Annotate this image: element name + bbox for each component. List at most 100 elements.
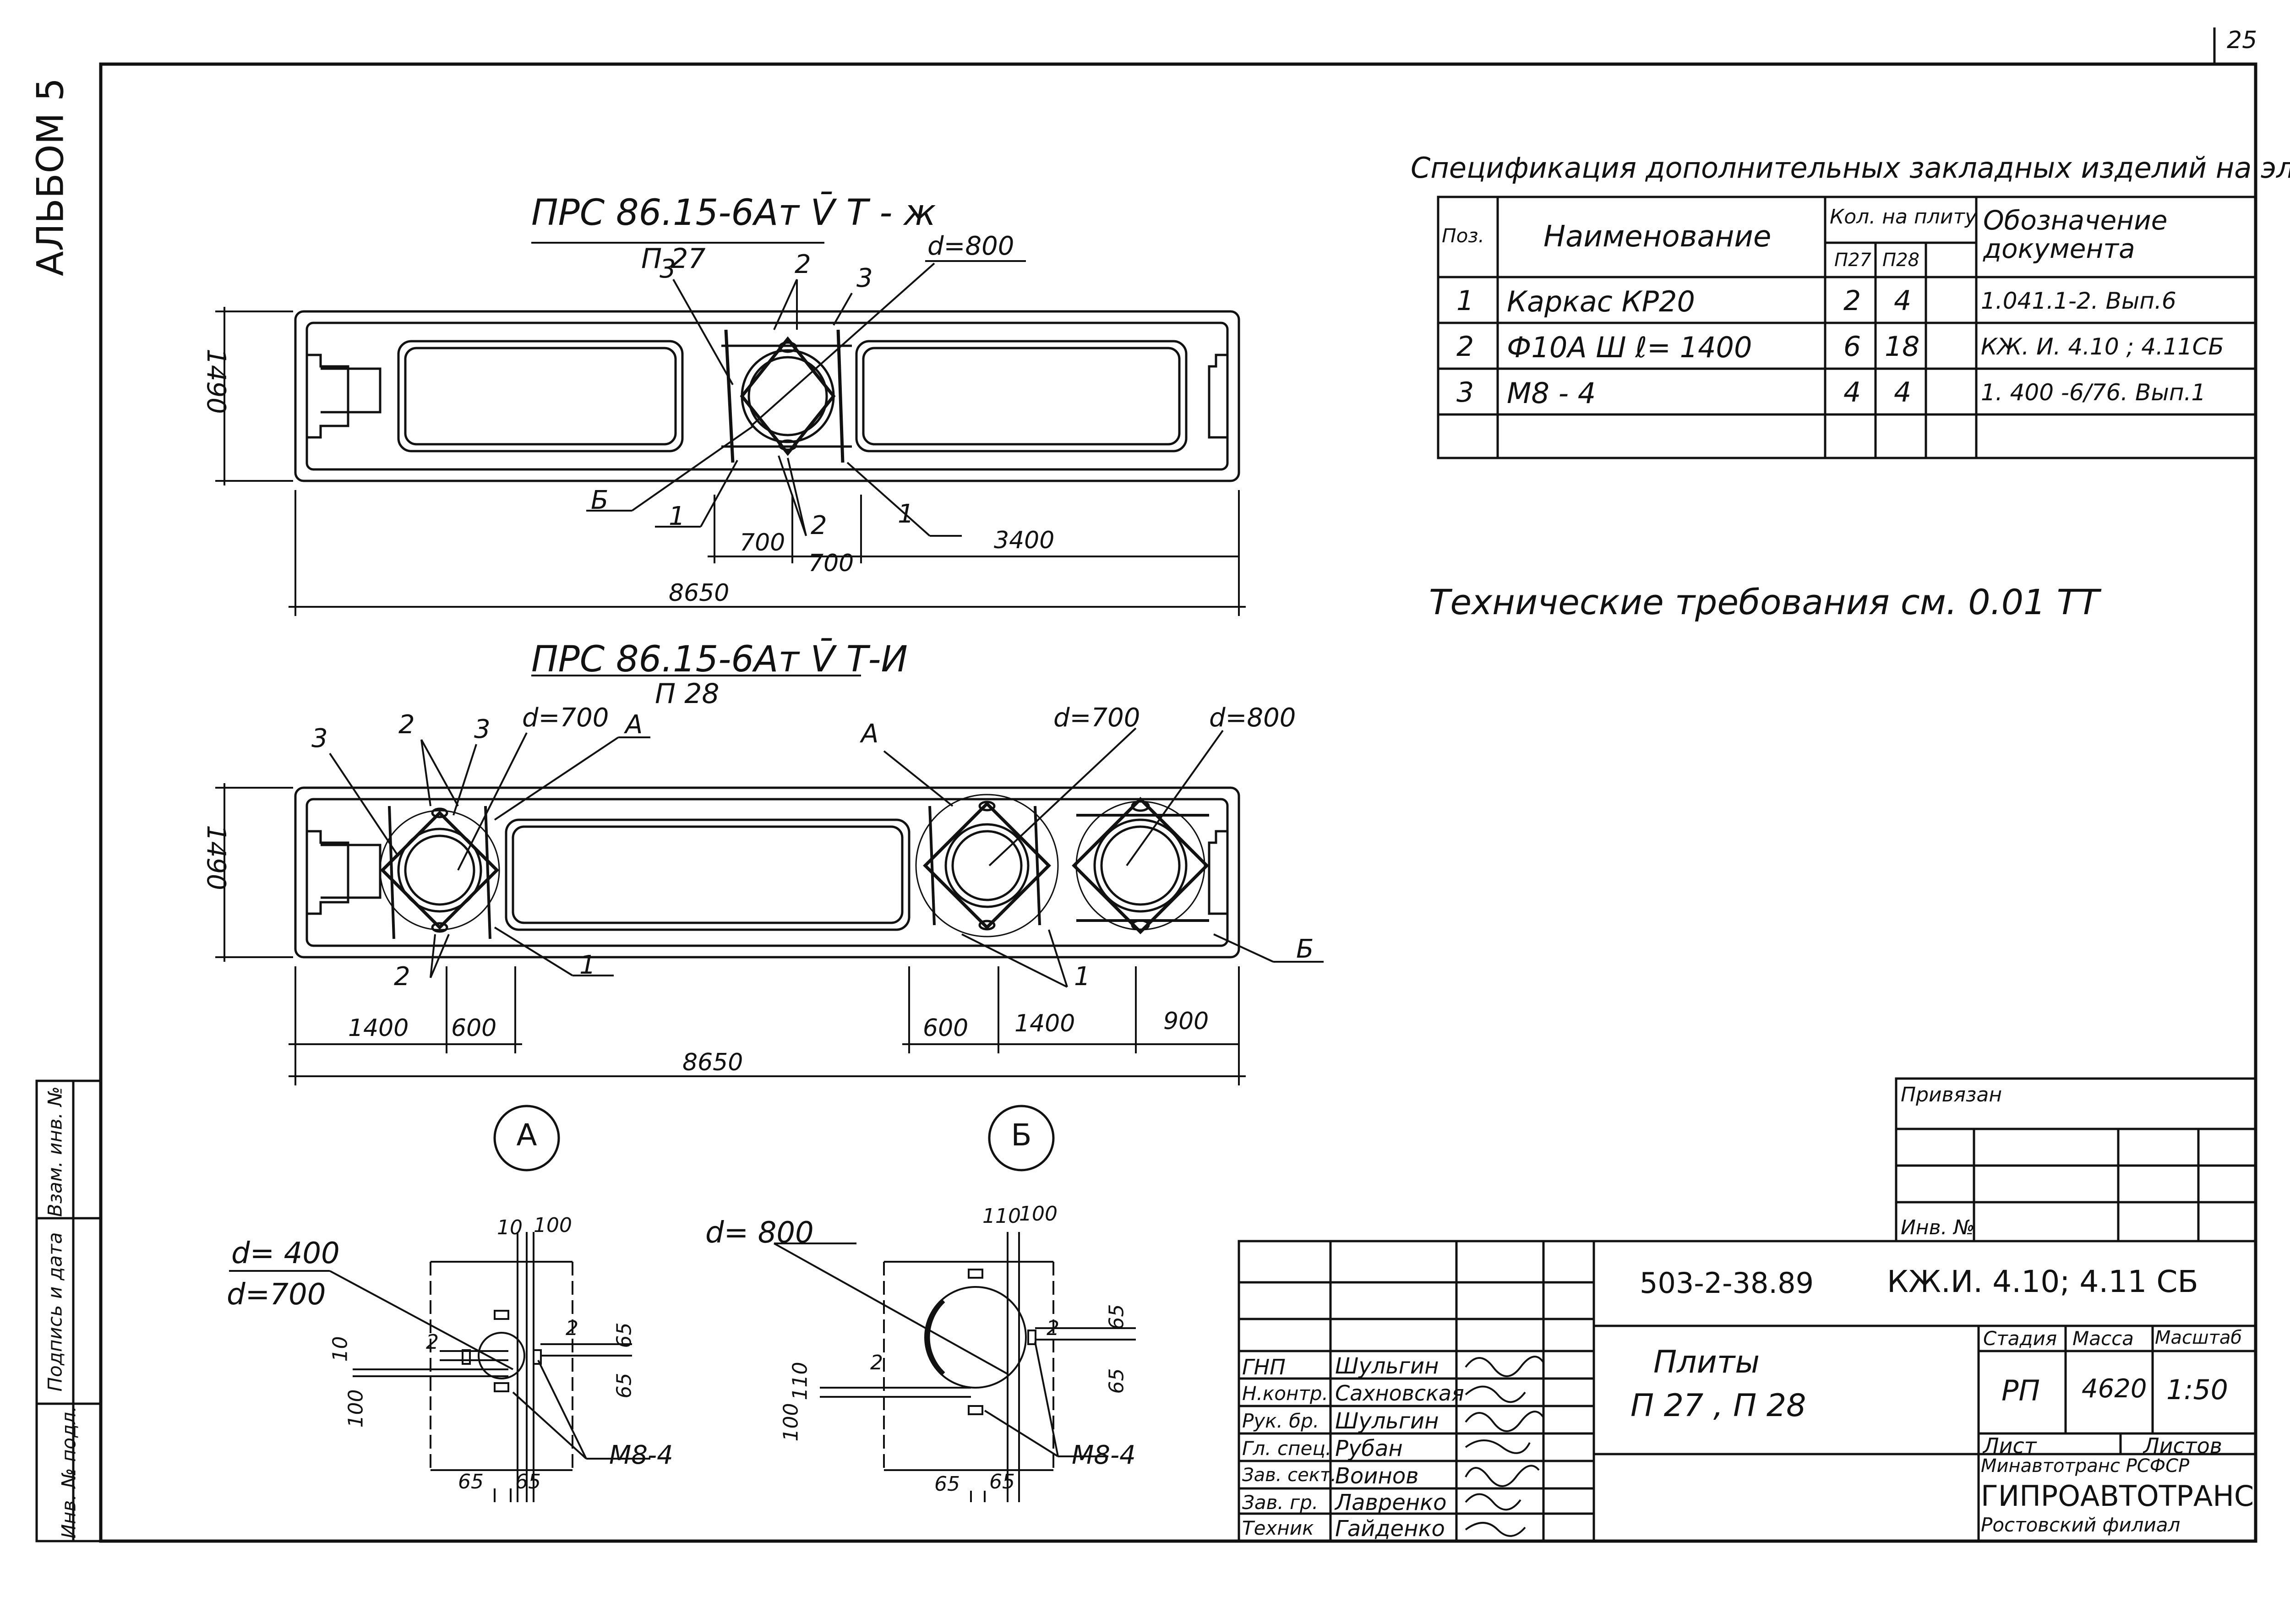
detail-a-dim-65r1: 65 [612, 1322, 636, 1348]
drawing1-callout-1a: 1 [669, 501, 685, 531]
drawing1-callout-3a: 3 [660, 254, 676, 284]
drawing2-callout-2b: 2 [394, 962, 410, 992]
drawing2-dim-900: 900 [1163, 1008, 1209, 1035]
stamp-doc-code: 503-2-38.89 [1640, 1266, 1814, 1300]
detail-b-dim-100l: 100 [779, 1403, 803, 1442]
stamp-name-line2: П 27 , П 28 [1630, 1388, 1806, 1424]
spec-table-grid [1437, 196, 2257, 459]
detail-b-part: М8-4 [1072, 1440, 1136, 1470]
spec-row1-doc: 1.041.1-2. Вып.6 [1981, 288, 2176, 314]
detail-b-drawing [774, 1232, 1136, 1502]
spec-row2-p28: 18 [1885, 331, 1920, 363]
drawing2-dim-600a: 600 [451, 1014, 497, 1042]
drawing2-dim-1400a: 1400 [348, 1014, 409, 1042]
detail-b-dim-65b2: 65 [989, 1470, 1015, 1493]
detail-b-circle [988, 1105, 1055, 1172]
detail-b-dim-110l: 110 [788, 1362, 812, 1401]
stamp-scale: 1:50 [2166, 1374, 2228, 1406]
stamp-role-4: Гл. спец. [1242, 1437, 1332, 1460]
drawing1-callout-3b: 3 [856, 263, 873, 293]
spec-row3-pos: 3 [1456, 376, 1474, 409]
spec-row2-doc: КЖ. И. 4.10 ; 4.11СБ [1981, 333, 2224, 360]
slab-p27 [294, 310, 1240, 482]
stamp-name-1: Шульгин [1335, 1353, 1439, 1379]
sheet-frame [99, 62, 2257, 1543]
detail-a-dim-65b1: 65 [458, 1470, 484, 1493]
detail-b-dim-65b1: 65 [934, 1472, 960, 1496]
drawing2-callout-d2: d=700 [1053, 703, 1140, 733]
detail-b-dim-65r1: 65 [1105, 1304, 1129, 1330]
spec-row1-p27: 2 [1843, 285, 1861, 317]
drawing1-callout-2a: 2 [795, 250, 811, 279]
stamp-privyazan: Привязан [1901, 1083, 2002, 1106]
detail-b-dim-100t: 100 [1019, 1202, 1058, 1226]
drawing2-callout-d1: d=700 [522, 703, 609, 733]
drawing2-total-length: 8650 [682, 1049, 743, 1076]
detail-a-d2: d=700 [227, 1278, 326, 1312]
dims-p28 [215, 783, 1246, 1085]
detail-a-dim-10l: 10 [328, 1336, 352, 1362]
dims-p27 [215, 307, 1246, 616]
spec-row2-name: Ф10А Ш ℓ= 1400 [1507, 331, 1752, 364]
spec-row2-pos: 2 [1456, 331, 1474, 363]
stamp-role-6: Зав. гр. [1242, 1491, 1319, 1514]
spec-row3-p28: 4 [1894, 376, 1912, 409]
spec-header-p28: П28 [1882, 250, 1919, 271]
side-stamp-vzam: Взам. инв. № [44, 1086, 66, 1217]
drawing2-callout-2a: 2 [398, 710, 415, 740]
drawing1-callout-d: d=800 [927, 231, 1014, 261]
stamp-role-3: Рук. бр. [1242, 1410, 1319, 1432]
tech-requirements-note: Технические требования см. 0.01 ТТ [1429, 582, 2099, 622]
stamp-scale-label: Масштаб [2155, 1327, 2242, 1348]
spec-title: Спецификация дополнительных закладных из… [1411, 151, 2290, 185]
stamp-stage: РП [2001, 1374, 2040, 1407]
detail-a-part: М8-4 [609, 1440, 673, 1470]
spec-row1-pos: 1 [1456, 285, 1474, 317]
spec-header-pos: Поз. [1442, 224, 1484, 247]
detail-a-circle [493, 1105, 560, 1172]
drawing2-height-dim: 1490 [201, 825, 231, 890]
drawing1-total-length: 8650 [669, 579, 730, 607]
drawing1-callout-2b: 2 [811, 511, 827, 540]
page-number: 25 [2227, 27, 2257, 54]
drawing2-callout-a1: А [625, 710, 643, 740]
detail-a-mark-2r: 2 [566, 1317, 578, 1340]
stamp-sheet-label: Лист [1983, 1433, 2037, 1458]
title-block-grid [1238, 1077, 2257, 1542]
side-stamp-inv: Инв. № подл. [57, 1406, 80, 1539]
detail-b-mark-2l: 2 [870, 1351, 883, 1374]
drawing2-callout-1a: 1 [579, 950, 596, 980]
stamp-name-3: Шульгин [1335, 1408, 1439, 1434]
stamp-name-4: Рубан [1335, 1436, 1403, 1461]
detail-a-d1: d= 400 [231, 1237, 340, 1270]
drawing1-dim-700a: 700 [740, 529, 785, 556]
detail-a-mark-2l: 2 [426, 1330, 439, 1354]
spec-header-qty: Кол. на плиту [1830, 205, 1977, 229]
spec-row2-p27: 6 [1843, 331, 1861, 363]
stamp-org2: ГИПРОАВТОТРАНС [1981, 1479, 2254, 1513]
drawing2-callout-b: Б [1296, 934, 1314, 964]
stamp-name-7: Гайденко [1335, 1516, 1445, 1542]
detail-a-marker: А [516, 1117, 537, 1153]
detail-a-dim-100l: 100 [344, 1389, 368, 1428]
stamp-mass-label: Масса [2072, 1327, 2134, 1350]
drawing1-dim-3400: 3400 [994, 527, 1055, 554]
side-stamp [35, 1079, 102, 1542]
stamp-name-2: Сахновская [1335, 1381, 1464, 1406]
drawing2-callout-3b: 3 [474, 714, 491, 744]
detail-a-dim-65b2: 65 [515, 1470, 541, 1493]
leaders-p27 [531, 242, 1026, 537]
spec-row3-name: М8 - 4 [1507, 376, 1596, 410]
drawing2-subtitle: П 28 [655, 678, 720, 710]
leaders-p28 [329, 675, 1324, 988]
drawing2-callout-1b: 1 [1074, 962, 1090, 992]
drawing1-title: ПРС 86.15-6Ат V̄ Т - ж [531, 192, 936, 234]
stamp-name-5: Воинов [1335, 1463, 1419, 1489]
drawing1-callout-1b: 1 [898, 499, 914, 529]
album-label: АЛЬБОМ 5 [29, 78, 72, 276]
stamp-org1: Минавтотранс РСФСР [1981, 1455, 2190, 1477]
spec-row3-doc: 1. 400 -6/76. Вып.1 [1981, 379, 2206, 406]
detail-b-dim-110t: 110 [982, 1204, 1021, 1228]
stamp-doc-title: КЖ.И. 4.10; 4.11 СБ [1887, 1264, 2198, 1299]
